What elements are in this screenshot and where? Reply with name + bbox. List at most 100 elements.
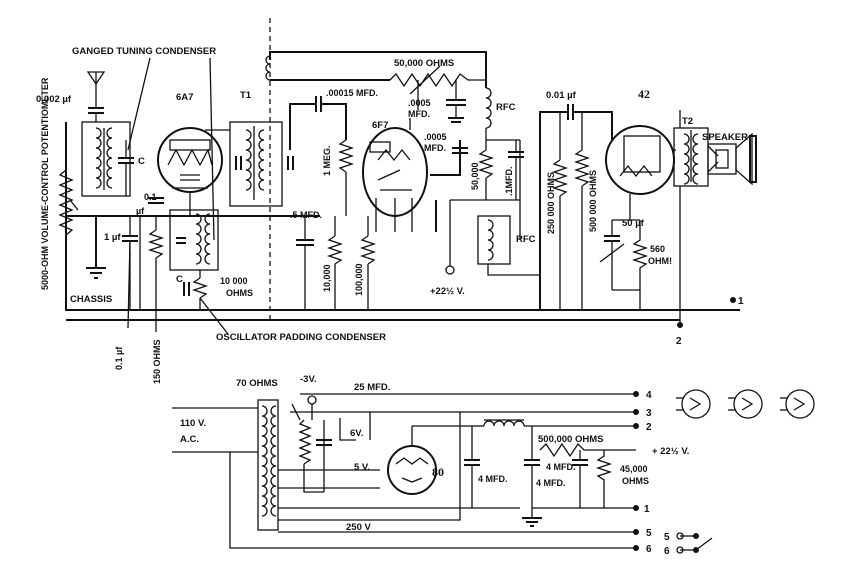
tube-80: [387, 425, 472, 495]
ganged-pointer-2: [209, 57, 215, 241]
resistor-100000: [359, 216, 377, 310]
label-r50000v: 50,000: [470, 162, 480, 190]
label-cap-01a: 0.1: [144, 192, 157, 202]
speaker: [707, 132, 757, 186]
label-rfc2: RFC: [516, 234, 536, 245]
resistor-500000: [573, 112, 591, 310]
label-t2: T2: [682, 116, 693, 127]
resistor-10000: [326, 216, 344, 310]
tube-6f7: [362, 118, 428, 232]
capacitor-0005-top: [446, 80, 466, 123]
label-tube-6f7: 6F7: [372, 120, 388, 131]
power-transformer: [172, 399, 636, 549]
label-v250: 250 V: [346, 522, 371, 533]
filter-cap-2: [522, 426, 542, 527]
tube-socket-3: [780, 389, 815, 419]
label-t1: T1: [240, 90, 252, 101]
capacitor-5mfd: [296, 216, 314, 310]
filter-choke: [472, 419, 636, 427]
label-ganged: GANGED TUNING CONDENSER: [72, 46, 216, 57]
label-cap-01-bottom: 0.1 µf: [114, 346, 124, 370]
if-transformer-t1: [229, 121, 294, 207]
label-cap-c1: C: [138, 156, 145, 167]
label-switch-6: 6: [664, 546, 670, 557]
label-r500000b: 500,000 OHMS: [538, 434, 603, 445]
power-terminals: [633, 391, 639, 551]
label-cap-50: 50 µf: [622, 218, 645, 229]
oscillator-coil: [139, 197, 219, 310]
top-bplus-line: [265, 51, 487, 110]
label-cap-0005b: .0005: [424, 132, 447, 142]
voltage-divider: [532, 442, 636, 509]
detector-plate-circuit: [430, 140, 524, 275]
label-cap-5mfd: .5 MFD.: [290, 210, 322, 220]
label-v6: 6V.: [350, 428, 363, 439]
tube-42: [605, 125, 676, 220]
antenna: [86, 71, 106, 122]
filter-cap-1: [464, 426, 480, 508]
bias-network: [291, 395, 332, 493]
label-term-5: 5: [646, 528, 652, 539]
label-r70: 70 OHMS: [236, 378, 278, 389]
output-transformer-t2: [673, 110, 709, 310]
output-terminals-top: [677, 297, 736, 328]
label-cap-01b: µf: [136, 206, 145, 216]
label-r50000-top: 50,000 OHMS: [394, 58, 454, 69]
label-term-3: 3: [646, 408, 652, 419]
power-bus-lines: [278, 393, 636, 533]
label-term-2: 2: [646, 422, 652, 433]
label-ac-110b: A.C.: [180, 434, 199, 445]
label-term-6: 6: [646, 544, 652, 555]
label-cap-00015: .00015 MFD.: [326, 88, 378, 98]
label-r500000: 500 000 OHMS: [588, 170, 598, 232]
label-cap-1mfd: .1MFD.: [504, 166, 514, 196]
label-chassis: CHASSIS: [70, 294, 112, 305]
label-v22: +22½ V.: [430, 286, 465, 297]
tube-socket-2: [728, 389, 763, 419]
audio-coupling-capacitor: [539, 104, 613, 310]
rfc-choke-lower: [477, 215, 541, 310]
label-cap-001: 0.01 µf: [546, 90, 577, 101]
label-r45000b: OHMS: [622, 476, 649, 486]
label-cap-c2: C: [176, 274, 183, 285]
label-rfc1: RFC: [496, 102, 516, 113]
label-cap-4c: 4 MFD.: [536, 478, 566, 488]
label-term-top-1: 1: [738, 296, 744, 307]
label-cap-ant: 0.002 µf: [36, 94, 72, 105]
label-ac-110a: 110 V.: [180, 418, 206, 429]
tube-socket-1: [676, 389, 711, 419]
label-cap-4b: 4 MFD.: [546, 462, 576, 472]
label-cap-25: 25 MFD.: [354, 382, 390, 393]
tube-6a7: [157, 127, 230, 216]
chassis-bus: [65, 122, 740, 321]
label-r10000a: 10 000: [220, 276, 248, 286]
label-term-1: 1: [644, 504, 650, 515]
label-cap-0005a2: MFD.: [408, 109, 430, 119]
label-tube-42: 42: [638, 87, 650, 101]
label-v22b: + 22½ V.: [652, 446, 689, 457]
resistor-1meg: [337, 139, 355, 216]
cathode-bypass: [599, 219, 649, 310]
label-r45000a: 45,000: [620, 464, 648, 474]
label-cap-0005a: .0005: [408, 98, 431, 108]
label-r560a: 560: [650, 244, 665, 254]
label-tube-80: 80: [432, 465, 444, 479]
power-switch: [676, 532, 713, 554]
label-r10000v: 10,000: [322, 264, 332, 292]
label-potentiometer: 5000-OHM VOLUME-CONTROL POTENTIOMETER: [40, 77, 50, 290]
label-cap-0005b2: MFD.: [424, 143, 446, 153]
label-cap-1uf: 1 µf: [104, 232, 121, 243]
volume-potentiometer: [58, 169, 79, 236]
capacitor-00015: [289, 96, 347, 150]
label-r10000b: OHMS: [226, 288, 253, 298]
label-term-4: 4: [646, 390, 652, 401]
label-term-top-2: 2: [676, 336, 682, 347]
label-speaker: SPEAKER: [702, 132, 748, 143]
label-r100000v: 100,000: [354, 263, 364, 296]
label-r1meg: 1 MEG.: [322, 145, 332, 176]
pot-pointer: [127, 239, 131, 329]
label-v-neg3: -3V.: [300, 374, 317, 385]
label-cap-4a: 4 MFD.: [478, 474, 508, 484]
label-r250000: 250 000 OHMS: [546, 172, 556, 234]
